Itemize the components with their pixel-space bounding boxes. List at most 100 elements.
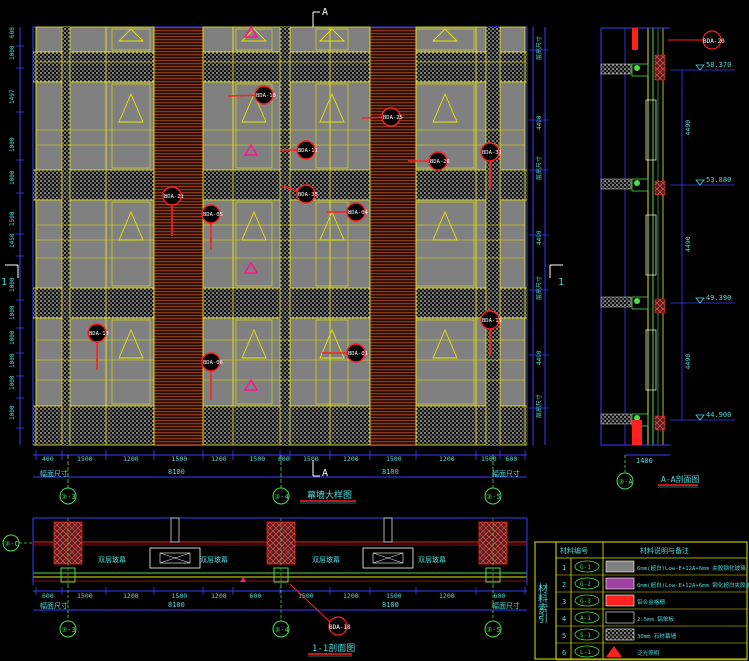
svg-text:双层玻幕: 双层玻幕 — [98, 555, 126, 564]
window-section — [645, 214, 657, 276]
vent-triangle — [319, 92, 345, 123]
section-11-columns — [53, 517, 508, 585]
floor-slab — [600, 296, 632, 308]
axis-bubble-3-4: ③-4 — [272, 455, 290, 505]
legend-row-number: 1 — [562, 564, 566, 572]
tag-label: BDA-21 — [164, 194, 184, 200]
material-tag: BDA-31 — [480, 142, 502, 190]
left-dim-value: 1000 — [9, 353, 16, 368]
bottom-dim-value: 1200 — [123, 455, 139, 463]
section-11-left-bubble: ③-C — [2, 534, 33, 552]
bracket — [631, 296, 649, 310]
bottom-flashing — [632, 420, 642, 445]
section-11-dim-value: 1500 — [386, 592, 402, 600]
legend-row-number: 2 — [562, 581, 566, 589]
section-11-row-labels: 双层玻幕 双层玻幕 双层玻幕 双层玻幕 — [98, 555, 446, 564]
legend-code-text: G-2 — [580, 581, 591, 588]
vent-triangle — [241, 328, 267, 359]
section-11-dim-value: 1200 — [211, 592, 227, 600]
tag-bubble — [254, 85, 274, 105]
right-dim-value: 层高尺寸 — [535, 36, 543, 60]
tag-label: BDA-35 — [298, 192, 318, 198]
section-mark-right: 1 — [549, 264, 564, 288]
level-marker — [695, 297, 705, 304]
right-dim-value: 层高尺寸 — [535, 156, 543, 180]
tag-label: BDA-13 — [89, 331, 109, 337]
level-dim-value: 4490 — [684, 120, 692, 136]
material-tag: BDA-26 — [408, 151, 450, 171]
mullion-lines — [35, 27, 526, 445]
left-dim-value: 1000 — [9, 375, 16, 390]
glass-panel — [329, 317, 371, 407]
svg-text:③-4: ③-4 — [274, 626, 289, 634]
legend-code-text: L-1 — [580, 649, 591, 656]
section-aa-width-dim: 1400 ③-A — [616, 454, 670, 490]
legend-swatch — [605, 560, 635, 573]
vent-frame — [315, 319, 349, 405]
svg-text:③-3: ③-3 — [61, 626, 76, 634]
anchor-dot — [634, 415, 640, 421]
bottom-dim-value: 1500 — [172, 455, 188, 463]
legend-swatch — [605, 594, 635, 607]
section-11-dim-value: 600 — [42, 592, 54, 600]
svg-text:③-C: ③-C — [4, 540, 19, 548]
bottom-side-label-left: 幅面尺寸 — [40, 469, 68, 478]
legend-row-desc: 泛光照明 — [637, 649, 660, 657]
vent-frame — [111, 28, 151, 51]
tag-label: BDA-25 — [383, 115, 403, 121]
legend-code-text: A-1 — [580, 615, 591, 622]
legend-code-cell: G-1 — [574, 560, 600, 573]
material-tag: BDA-21 — [162, 186, 184, 236]
material-tag: BDA-35 — [281, 184, 318, 204]
bottom-dim-value: 1500 — [77, 455, 93, 463]
unit-inner — [159, 552, 191, 564]
vent-triangle — [318, 28, 346, 42]
glass-panel — [475, 26, 487, 53]
legend-code-text: G-3 — [580, 598, 591, 605]
tag-bubble — [201, 352, 221, 372]
glass-panel — [499, 81, 526, 171]
stone-column — [486, 27, 500, 445]
grille-strip — [370, 27, 416, 445]
glass-panel — [415, 26, 477, 53]
stone-column — [280, 27, 290, 445]
legend-side-title: 材料索引 — [536, 582, 548, 624]
section-11-dim-value: 1500 — [298, 592, 314, 600]
anchor-dot — [634, 65, 640, 71]
unit-box — [362, 547, 414, 569]
glass-panel — [202, 26, 234, 53]
grille-strip — [154, 27, 203, 445]
tag-bubble — [480, 310, 500, 330]
vent-triangle — [432, 92, 458, 123]
legend-row-number: 4 — [562, 615, 566, 623]
svg-text:1: 1 — [558, 277, 564, 288]
svg-text:A: A — [322, 7, 328, 18]
tag-label: BDA-26 — [430, 159, 450, 165]
bottom-dim-value: 1200 — [439, 455, 455, 463]
svg-text:③-3: ③-3 — [61, 493, 76, 501]
legend-code-oval — [574, 645, 600, 658]
legend-row-desc: 6mm(超白)Low-E+12A+6mm 夹胶钢化玻璃 — [637, 564, 746, 572]
level-marker — [695, 414, 705, 421]
legend-row-desc: 30mm 石材幕墙 — [637, 632, 677, 640]
level-marker — [695, 179, 705, 186]
light-triangle — [243, 378, 259, 391]
elevation-view: BDA-10BDA-25BDA-11BDA-26BDA-31BDA-21BDA-… — [32, 25, 528, 446]
legend-row-desc: 6mm(超白)Low-E+12A+6mm 钢化超白夹胶玻璃 — [637, 581, 749, 589]
section-11-dim-value: 1500 — [172, 592, 188, 600]
unit-box — [149, 547, 201, 569]
section-11-dim-value: 600 — [494, 592, 506, 600]
axis-bubble-3-3: ③-3 — [59, 455, 77, 505]
vent-frame — [235, 83, 273, 169]
glass-panel — [35, 26, 107, 53]
tag-label: BDA-05 — [203, 212, 223, 218]
partition-wall — [383, 517, 393, 543]
section-aa-title: A-A剖面图 — [661, 474, 699, 484]
tag-label: BDA-15 — [482, 318, 502, 324]
left-dim-value: 600 — [9, 27, 16, 38]
svg-text:A: A — [322, 468, 328, 479]
material-tags: BDA-10BDA-25BDA-11BDA-26BDA-31BDA-21BDA-… — [87, 85, 502, 400]
legend-swatch — [605, 577, 635, 590]
